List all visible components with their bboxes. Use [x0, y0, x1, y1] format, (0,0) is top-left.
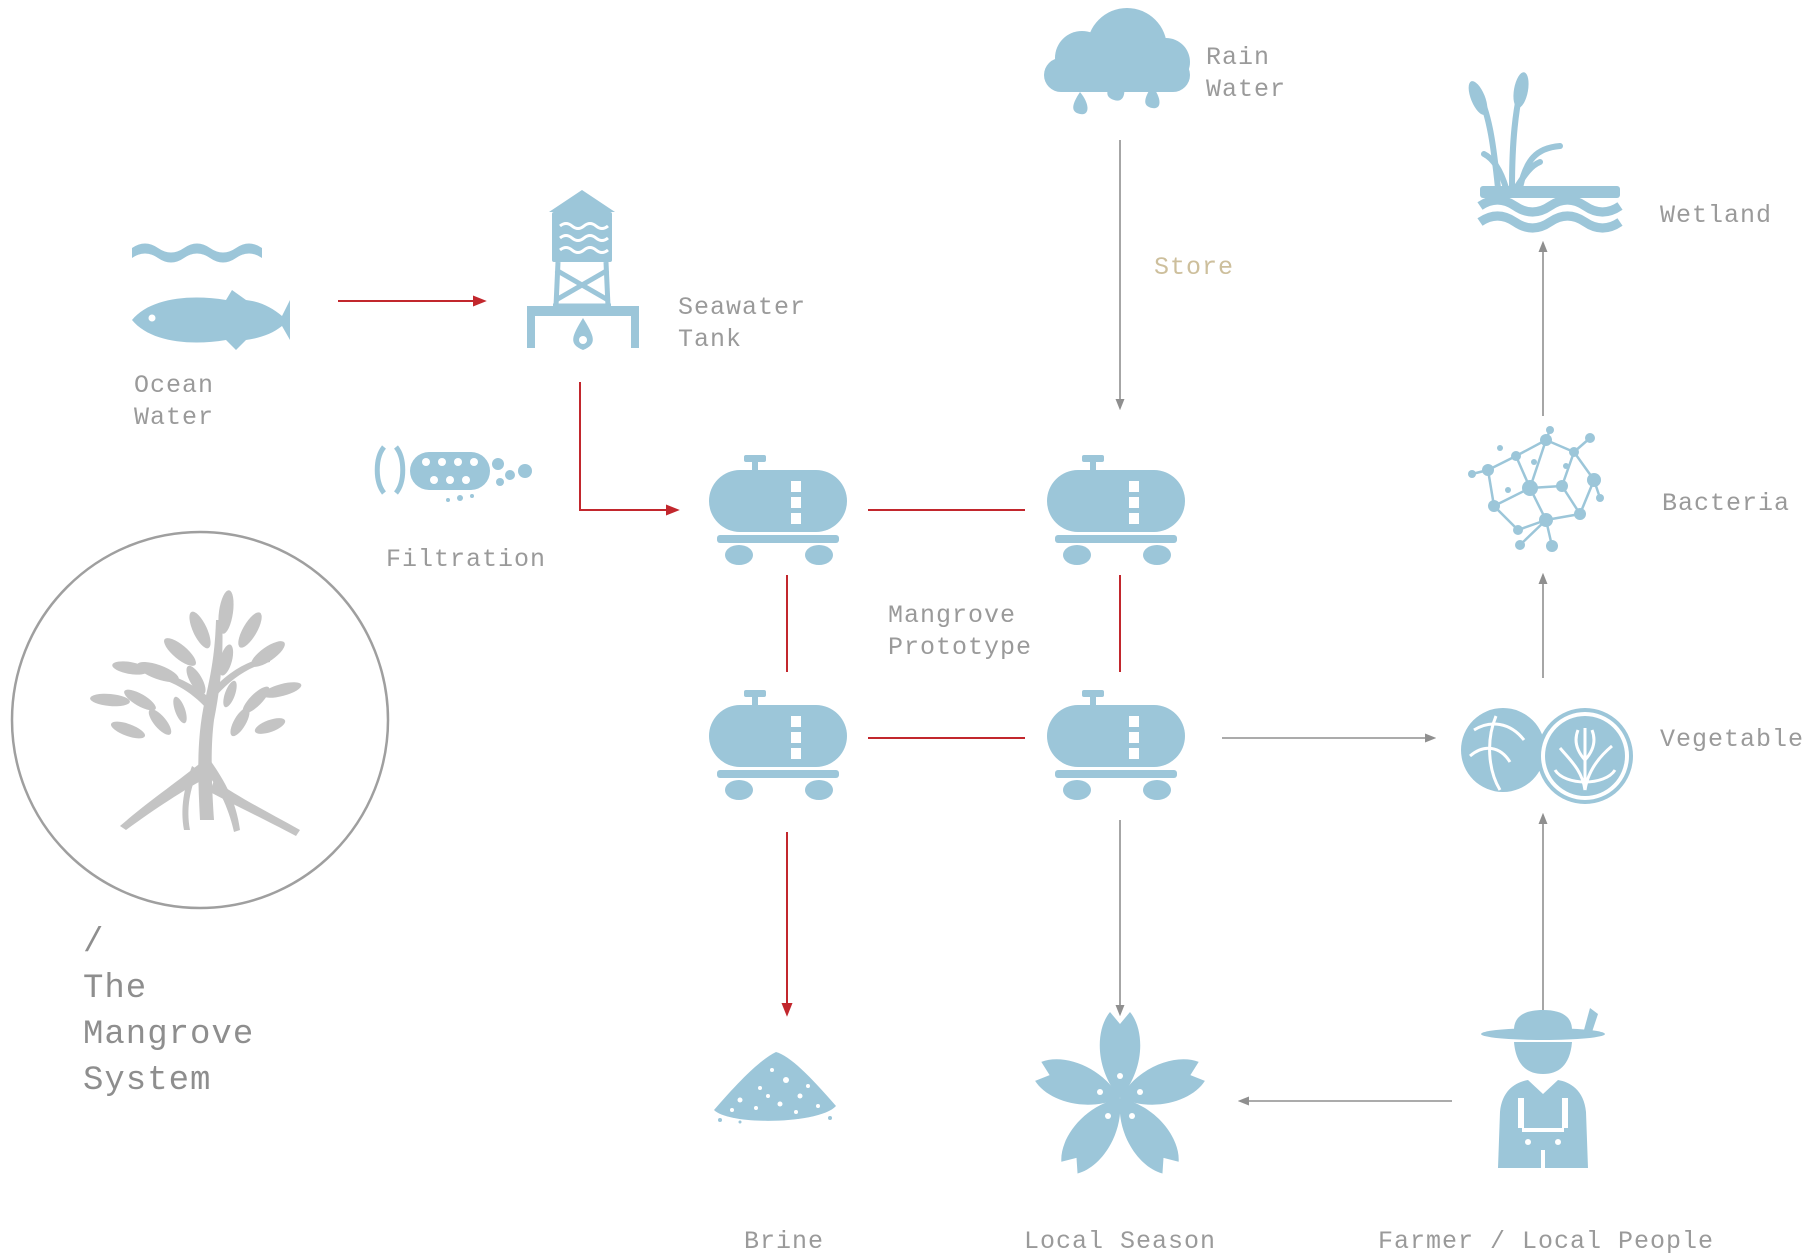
arrow-tank-to-prototype: [579, 382, 680, 516]
bacteria-icon: [1468, 426, 1604, 552]
local-season-label: Local Season: [1024, 1227, 1217, 1256]
vegetable-label: Vegetable: [1660, 725, 1805, 754]
bacteria-label: Bacteria: [1662, 489, 1791, 518]
tanker-icon-bottom-right: [1047, 690, 1185, 800]
tanker-icon-top-left: [709, 455, 847, 565]
title-line3: System: [83, 1062, 212, 1100]
rain-water-line1: Rain: [1206, 43, 1271, 72]
rain-water-label: Rain Water: [1206, 42, 1286, 106]
tanker-icon-top-right: [1047, 455, 1185, 565]
mangrove-prototype-line1: Mangrove: [888, 601, 1017, 630]
seawater-tank-line2: Tank: [678, 325, 743, 354]
ocean-fish-icon: [132, 243, 290, 350]
sakura-flower-icon: [1031, 1012, 1209, 1180]
ocean-water-line1: Ocean: [134, 371, 215, 400]
rain-water-line2: Water: [1206, 75, 1287, 104]
store-label: Store: [1154, 253, 1235, 282]
cloud-rain-icon: [1044, 8, 1190, 115]
title-line2: Mangrove: [83, 1016, 255, 1054]
ocean-water-line2: Water: [134, 403, 215, 432]
water-tower-icon: [527, 190, 639, 350]
mangrove-prototype-line2: Prototype: [888, 633, 1033, 662]
title-slash: /: [83, 924, 105, 962]
filtration-icon: [374, 445, 532, 502]
mangrove-tree-icon: [90, 590, 302, 836]
farmer-local-people-label: Farmer / Local People: [1378, 1227, 1715, 1256]
seawater-tank-label: Seawater Tank: [678, 292, 806, 356]
wetland-label: Wetland: [1660, 201, 1773, 230]
tanker-icon-bottom-left: [709, 690, 847, 800]
filtration-label: Filtration: [386, 545, 547, 574]
mangrove-prototype-label: Mangrove Prototype: [888, 600, 1032, 664]
diagram-title: / The Mangrove System: [83, 920, 254, 1104]
salt-pile-icon: [714, 1052, 836, 1124]
seawater-tank-line1: Seawater: [678, 293, 807, 322]
ocean-water-label: Ocean Water: [134, 370, 214, 434]
title-line1: The: [83, 970, 148, 1008]
wetland-reeds-icon: [1468, 72, 1623, 233]
farmer-icon: [1481, 1008, 1605, 1168]
mangrove-circle: [10, 530, 390, 910]
brine-label: Brine: [744, 1227, 825, 1256]
cabbage-icon: [1461, 708, 1633, 804]
